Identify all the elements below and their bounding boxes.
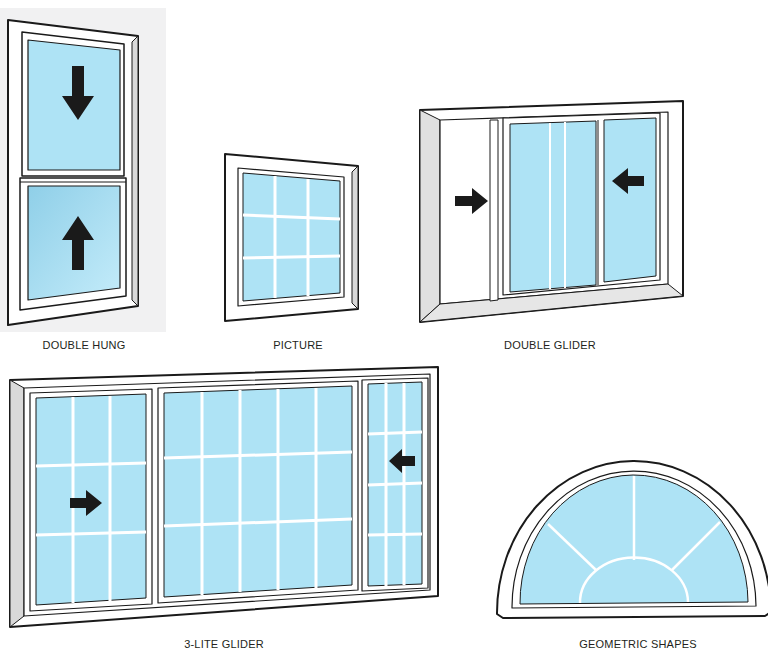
window-caption: PICTURE [273, 339, 323, 351]
window-caption: DOUBLE GLIDER [504, 339, 596, 351]
window-caption: GEOMETRIC SHAPES [579, 638, 697, 650]
window-caption: DOUBLE HUNG [43, 339, 126, 351]
window-caption: 3-LITE GLIDER [184, 638, 264, 650]
